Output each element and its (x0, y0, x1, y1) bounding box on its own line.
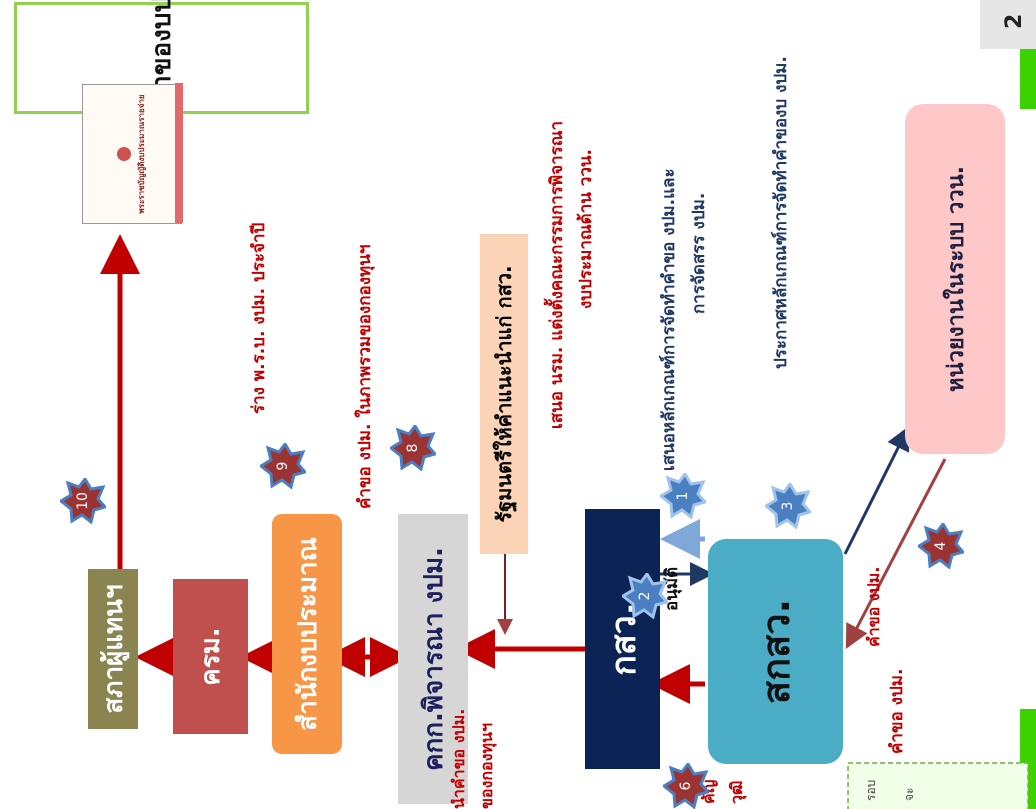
star-icon (661, 761, 711, 809)
units-box: หน่วยงานในระบบ ววน. (905, 104, 1005, 454)
step-badge-3: 3 (763, 481, 813, 530)
gray-top-strip (980, 0, 1036, 49)
step-number: 3 (780, 501, 796, 511)
page-number: 2 (1002, 13, 1027, 29)
cover-text: พระราชบัญญัติงบประมาณรายจ่าย (136, 94, 146, 214)
budget-act-cover: พระราชบัญญัติงบประมาณรายจ่าย (82, 83, 183, 224)
step-number: 9 (275, 461, 291, 471)
arrow-sksw-to-units (843, 425, 910, 555)
note-box (847, 762, 1029, 809)
sksw-label: สกสว. (754, 598, 798, 705)
star-icon (258, 441, 308, 490)
label-request-bottom: คำขอ งปม. (887, 668, 907, 754)
units-label: หน่วยงานในระบบ ววน. (943, 165, 969, 393)
cover-strip (175, 83, 183, 223)
step-badge-2: 2 (620, 571, 670, 620)
committee-label: คกก.พิจารณา งปม. (418, 547, 449, 771)
sksw-box: สกสว. (708, 539, 843, 764)
star-icon (620, 571, 670, 620)
step-badge-8: 8 (388, 423, 438, 472)
step-number: 2 (637, 591, 653, 601)
star-icon (388, 423, 438, 472)
step-number: 8 (405, 443, 421, 453)
budget-bureau-box: สำนักงบประมาณ (272, 514, 342, 754)
arrow-units-to-sksw (845, 458, 947, 649)
label-draft-act: ร่าง พ.ร.บ. งปม. ประจำปี (249, 222, 269, 414)
step-number: 10 (75, 492, 91, 510)
note-text-1: รอบ (864, 779, 878, 801)
label-propose-criteria-2: การจัดสรร งปม. (689, 192, 709, 314)
parliament-box: สภาผู้แทนฯ (88, 569, 138, 729)
step-number: 1 (675, 491, 691, 501)
label-propose-committee-2: งบประมาณด้าน ววน. (576, 149, 596, 309)
ksw-box: กสว. (585, 509, 660, 769)
pm-advice-box: รัฐมนตรีให้คำแนะนำแก่ กสว. (480, 234, 528, 554)
step-number: 6 (678, 781, 694, 791)
cabinet-label: ครม. (196, 627, 226, 686)
parliament-label: สภาผู้แทนฯ (98, 584, 129, 714)
step-badge-10: 10 (58, 476, 108, 525)
star-icon (763, 481, 813, 530)
step-badge-4: 4 (916, 521, 966, 570)
label-propose-committee-1: เสนอ นรม. แต่งตั้งคณะกรรมการพิจารณา (547, 120, 567, 429)
step-badge-1: 1 (658, 471, 708, 520)
label-qualification: วุฒิ (727, 780, 746, 804)
pm-advice-label: รัฐมนตรีให้คำแนะนำแก่ กสว. (492, 265, 516, 523)
label-fund: ของกองทุนฯ (477, 723, 496, 809)
label-present-request: นำคำขอ งปม. (449, 708, 468, 809)
cover-emblem (116, 147, 131, 161)
budget-bureau-label: สำนักงบประมาณ (292, 537, 323, 731)
cabinet-box: ครม. (173, 579, 248, 734)
step-badge-6: 6 (661, 761, 711, 809)
label-propose-criteria-1: เสนอหลักเกณฑ์การจัดทำคำขอ งปม.และ (659, 168, 679, 471)
step-badge-9: 9 (258, 441, 308, 490)
star-icon (916, 521, 966, 570)
star-icon (58, 476, 108, 525)
label-announce-criteria: ประกาศหลักเกณฑ์การจัดทำคำของบ งปม. (771, 56, 791, 369)
note-text-2: จะ (902, 787, 916, 801)
star-icon (658, 471, 708, 520)
label-request-overall: คำขอ งปม. ในภาพรวมของกองทุนฯ (355, 244, 375, 509)
label-request-units: คำขอ งปม. (864, 566, 883, 647)
step-number: 4 (933, 541, 949, 551)
